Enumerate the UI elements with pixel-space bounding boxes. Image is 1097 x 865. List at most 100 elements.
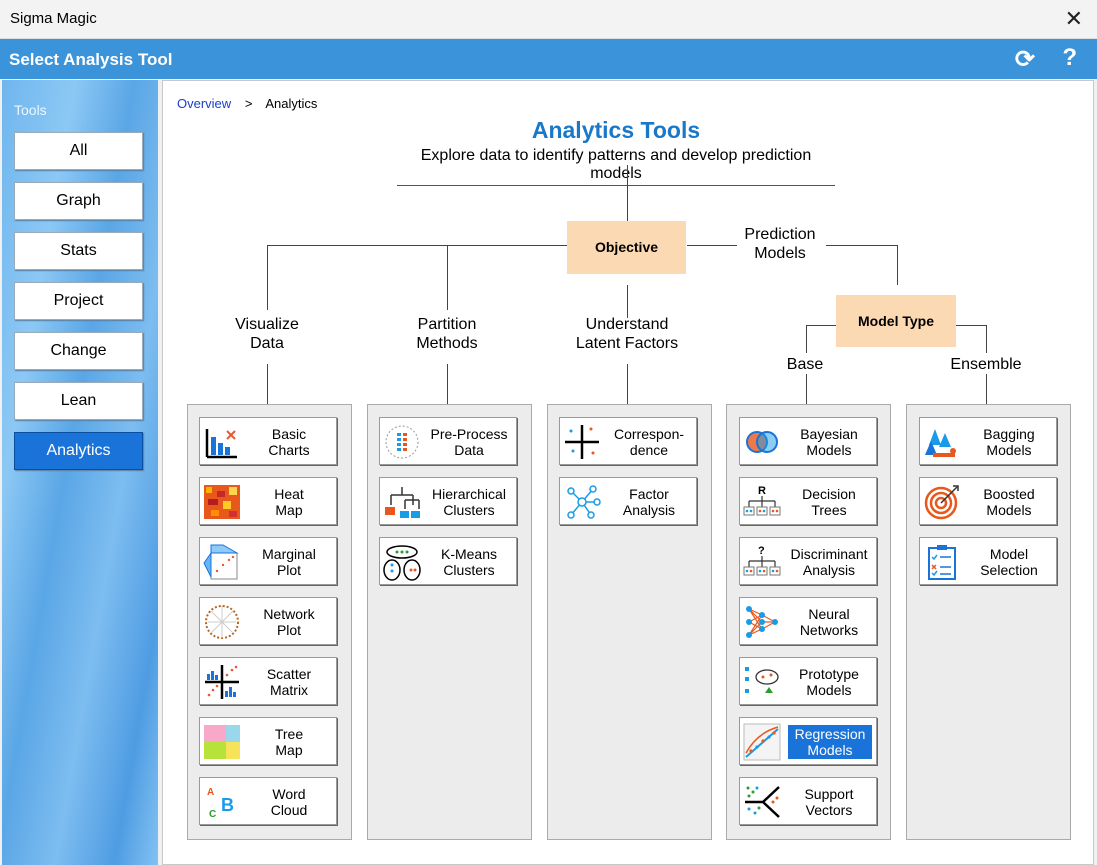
- heatmap-icon: [204, 485, 240, 519]
- header-bar: Select Analysis Tool ⟳ ?: [0, 39, 1097, 79]
- sidebar-item-project[interactable]: Project: [14, 282, 143, 320]
- window-title: Sigma Magic: [10, 10, 97, 27]
- prediction-models-label: Prediction Models: [744, 226, 816, 262]
- close-icon[interactable]: ✕: [1064, 6, 1083, 31]
- marginal-plot-icon: [203, 544, 239, 580]
- word-cloud-icon: A B C: [207, 787, 234, 820]
- tool-support-vectors[interactable]: Support Vectors: [739, 777, 877, 825]
- bayesian-icon: [746, 431, 778, 453]
- tool-network-plot[interactable]: Network Plot: [199, 597, 337, 645]
- svg-text:A: A: [207, 787, 214, 798]
- connector: [267, 364, 268, 404]
- base-label: Base: [775, 355, 835, 374]
- neural-network-icon: [746, 606, 778, 638]
- connector: [986, 325, 987, 353]
- tool-label: Scatter Matrix: [266, 666, 312, 698]
- connector: [627, 285, 628, 318]
- connector: [267, 245, 268, 310]
- breadcrumb-separator: >: [244, 96, 253, 111]
- connector: [806, 325, 807, 353]
- tool-label: Bagging Models: [983, 426, 1035, 458]
- sidebar-item-graph[interactable]: Graph: [14, 182, 143, 220]
- connector: [897, 245, 898, 285]
- connector: [986, 374, 987, 404]
- tool-bayesian-models[interactable]: Bayesian Models: [739, 417, 877, 465]
- objective-box: Objective: [567, 221, 686, 274]
- title-bar: Sigma Magic ✕: [0, 0, 1097, 39]
- refresh-icon[interactable]: ⟳: [1014, 46, 1035, 73]
- svg-text:R: R: [758, 485, 766, 497]
- sidebar-item-lean[interactable]: Lean: [14, 382, 143, 420]
- breadcrumb-current: Analytics: [265, 96, 318, 111]
- support-vector-icon: [745, 786, 780, 818]
- ensemble-column: [906, 404, 1071, 840]
- latent-column: [547, 404, 712, 840]
- tool-basic-charts[interactable]: Basic Charts: [199, 417, 337, 465]
- connector: [627, 364, 628, 404]
- tool-label: Word Cloud: [270, 786, 308, 818]
- boosted-target-icon: [924, 485, 959, 520]
- sidebar-item-stats[interactable]: Stats: [14, 232, 143, 270]
- model-type-box: Model Type: [836, 295, 956, 347]
- tool-bagging-models[interactable]: Bagging Models: [919, 417, 1057, 465]
- header-title: Select Analysis Tool: [9, 50, 173, 69]
- tool-regression-models[interactable]: Regression Models: [739, 717, 877, 765]
- tool-label: Support Vectors: [804, 786, 854, 818]
- tool-neural-networks[interactable]: Neural Networks: [739, 597, 877, 645]
- tool-discriminant-analysis[interactable]: ? Discriminant Analysis: [739, 537, 877, 585]
- network-circle-icon: [205, 605, 239, 639]
- help-icon[interactable]: ?: [1062, 44, 1077, 71]
- tool-scatter-matrix[interactable]: Scatter Matrix: [199, 657, 337, 705]
- tool-word-cloud[interactable]: A B C Word Cloud: [199, 777, 337, 825]
- tool-label: Heat Map: [274, 486, 304, 518]
- kmeans-icon: [383, 545, 421, 581]
- connector: [806, 374, 807, 404]
- breadcrumb-overview-link[interactable]: Overview: [177, 96, 232, 111]
- tool-factor-analysis[interactable]: Factor Analysis: [559, 477, 697, 525]
- tool-decision-trees[interactable]: R Decision Trees: [739, 477, 877, 525]
- sidebar-item-analytics[interactable]: Analytics: [14, 432, 143, 470]
- svg-text:C: C: [209, 809, 216, 820]
- tool-model-selection[interactable]: Model Selection: [919, 537, 1057, 585]
- tool-label: Pre-Process Data: [430, 426, 508, 458]
- connector: [267, 245, 567, 246]
- sidebar: Tools All Graph Stats Project Change Lea…: [2, 80, 158, 865]
- scatter-matrix-icon: [205, 665, 239, 699]
- tool-label: Regression Models: [788, 725, 872, 759]
- tool-heat-map[interactable]: Heat Map: [199, 477, 337, 525]
- latent-factors-label: Understand Latent Factors: [575, 316, 679, 352]
- tool-label: Bayesian Models: [800, 426, 858, 458]
- visualize-data-label: Visualize Data: [235, 316, 299, 352]
- connector: [826, 245, 898, 246]
- tool-label: Factor Analysis: [622, 486, 676, 518]
- prototype-icon: [745, 667, 779, 693]
- tool-label: Model Selection: [980, 546, 1038, 578]
- breadcrumb: Overview > Analytics: [177, 96, 317, 111]
- tool-correspondence[interactable]: Correspon- dence: [559, 417, 697, 465]
- tool-hierarchical-clusters[interactable]: Hierarchical Clusters: [379, 477, 517, 525]
- connector: [806, 325, 837, 326]
- connector: [627, 165, 628, 221]
- tool-tree-map[interactable]: Tree Map: [199, 717, 337, 765]
- svg-text:?: ?: [758, 545, 765, 557]
- dendrogram-icon: [385, 487, 420, 518]
- connector: [447, 245, 448, 310]
- tool-preprocess-data[interactable]: Pre-Process Data: [379, 417, 517, 465]
- page-title: Analytics Tools: [531, 117, 701, 143]
- tool-marginal-plot[interactable]: Marginal Plot: [199, 537, 337, 585]
- tool-label: Correspon- dence: [613, 426, 685, 458]
- tool-label: Neural Networks: [799, 606, 859, 638]
- tool-label: Decision Trees: [802, 486, 856, 518]
- sidebar-item-change[interactable]: Change: [14, 332, 143, 370]
- connector: [956, 325, 987, 326]
- tool-kmeans-clusters[interactable]: K-Means Clusters: [379, 537, 517, 585]
- sidebar-label: Tools: [14, 102, 47, 118]
- tool-label: Boosted Models: [983, 486, 1035, 518]
- decision-tree-icon: R: [743, 485, 781, 516]
- model-selection-icon: [928, 545, 956, 580]
- tool-prototype-models[interactable]: Prototype Models: [739, 657, 877, 705]
- sidebar-item-all[interactable]: All: [14, 132, 143, 170]
- discriminant-icon: ?: [743, 545, 781, 576]
- tool-label: Prototype Models: [799, 666, 859, 698]
- tool-boosted-models[interactable]: Boosted Models: [919, 477, 1057, 525]
